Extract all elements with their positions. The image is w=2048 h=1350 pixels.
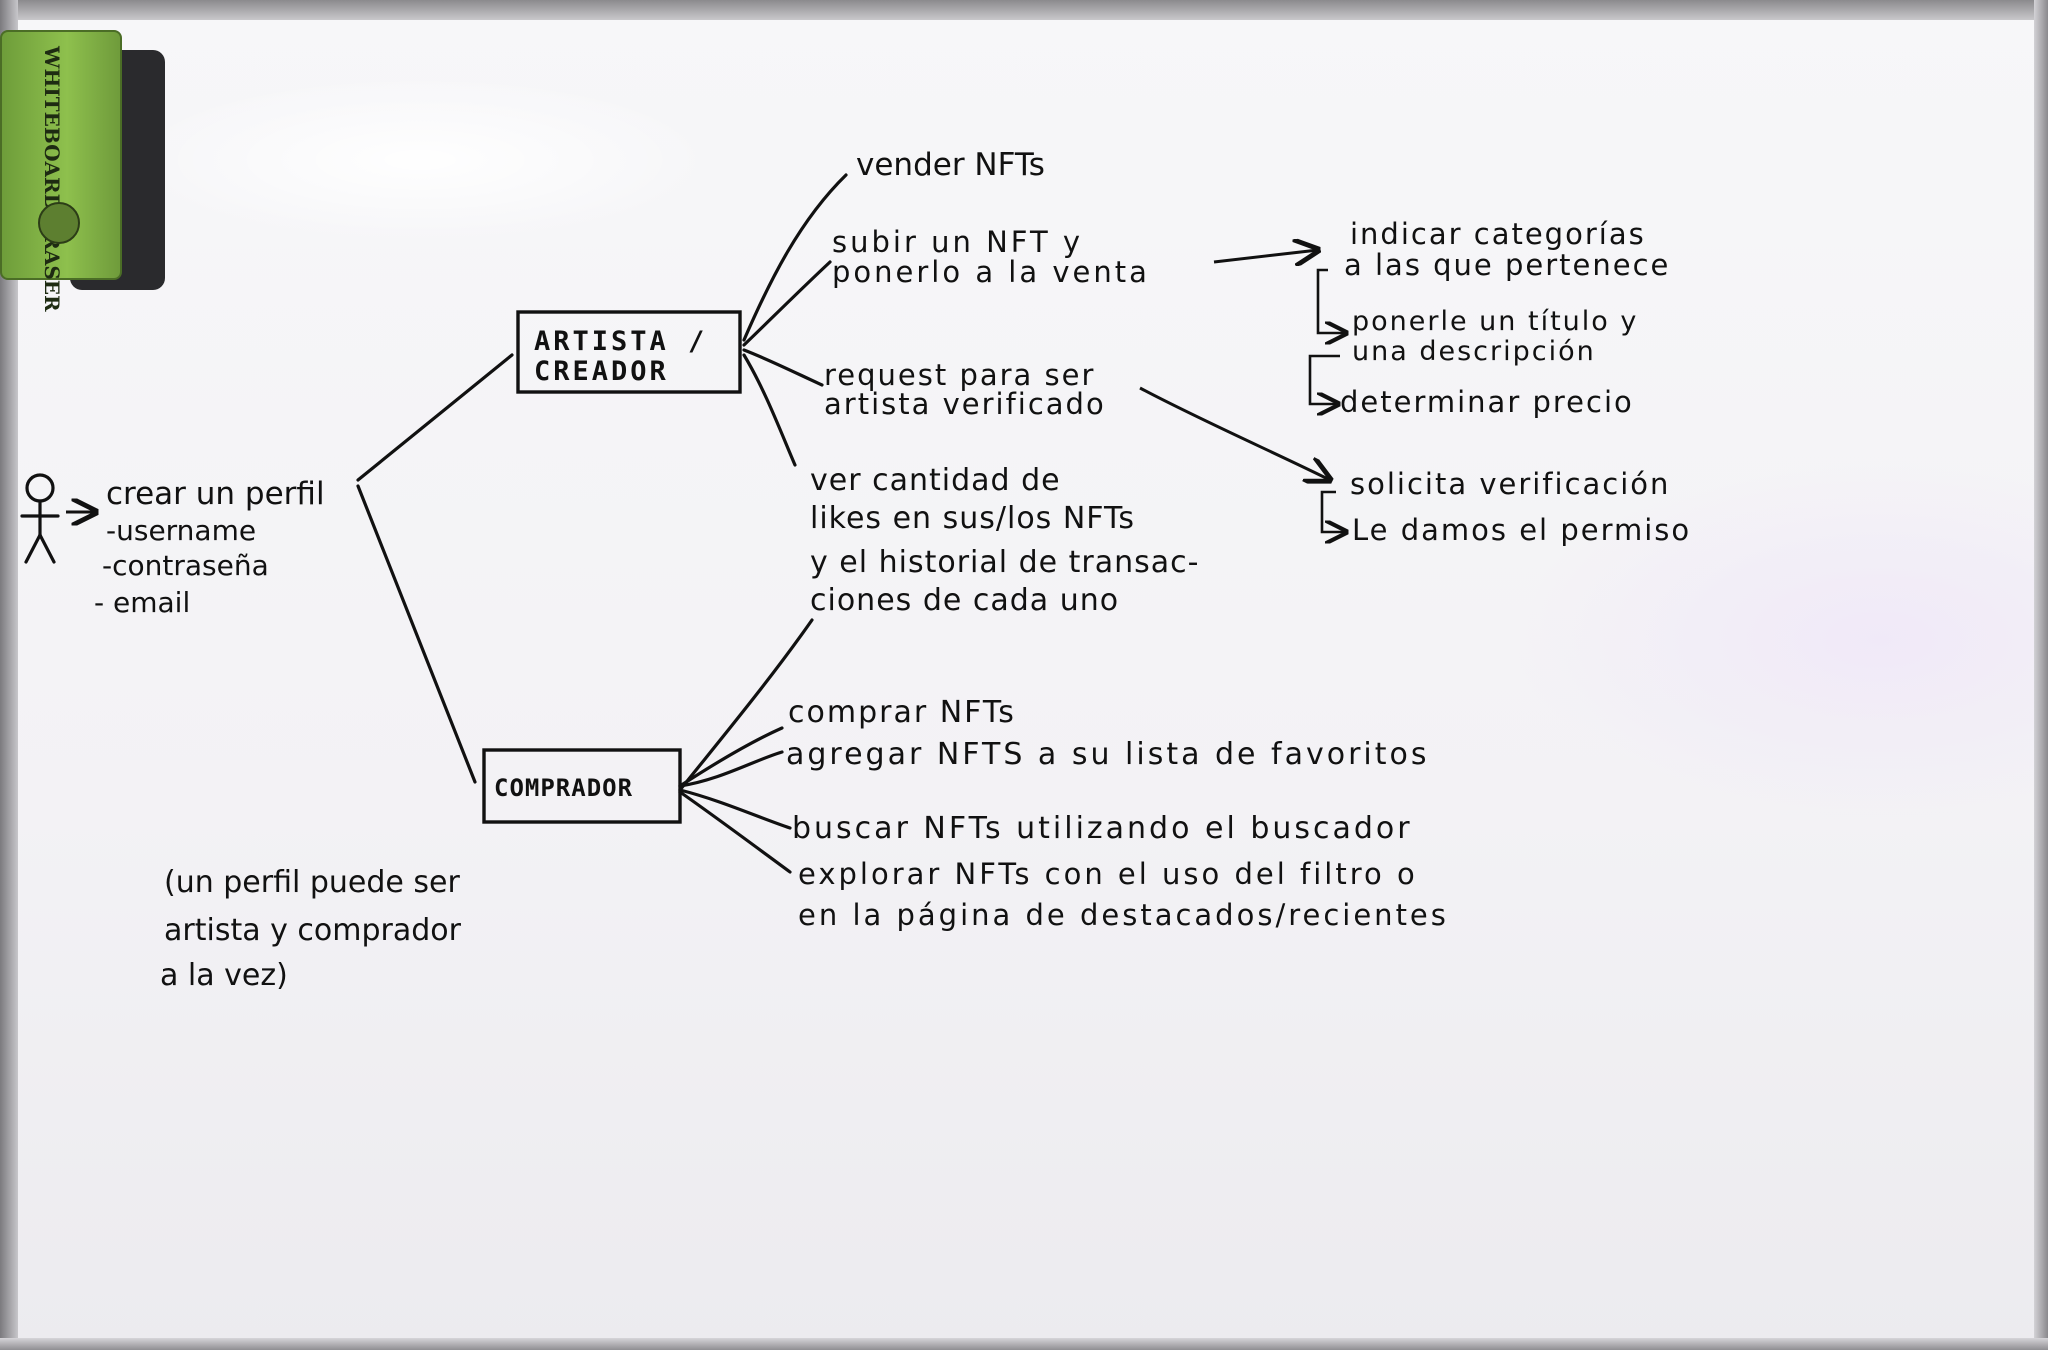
comprador-item-explorar-1: explorar NFTs con el uso del filtro o [798, 857, 1418, 891]
stick-figure-icon [20, 473, 60, 564]
ver-line-4: ciones de cada uno [810, 583, 1119, 618]
subir-bracket [1308, 268, 1346, 404]
note-line-2: artista y comprador [164, 913, 462, 948]
comprador-item-agregar: agregar NFTS a su lista de favoritos [786, 737, 1430, 772]
comprador-item-explorar-2: en la página de destacados/recientes [798, 898, 1449, 932]
request-step-1: solicita verificación [1350, 467, 1670, 501]
connector-lines [356, 173, 848, 874]
subir-step-2a: ponerle un título y [1352, 306, 1638, 337]
board-frame-bottom [0, 1338, 2048, 1350]
request-bracket [1320, 490, 1346, 532]
request-step-2: Le damos el permiso [1352, 513, 1691, 547]
vender-nfts-text: vender NFTs [856, 147, 1045, 183]
artista-box-line-1: ARTISTA / [534, 326, 707, 357]
eraser-logo-icon [38, 202, 80, 244]
field-username: -username [106, 514, 256, 547]
field-email: - email [94, 586, 190, 619]
request-line-1: request para ser [824, 358, 1095, 392]
artista-box [516, 310, 742, 394]
eraser-body: WHITEBOARD ERASER [0, 30, 122, 312]
field-contrasena: -contraseña [102, 549, 269, 582]
subir-line-1: subir un NFT y [832, 225, 1083, 259]
ver-line-2: likes en sus/los NFTs [810, 501, 1135, 536]
subir-step-2b: una descripción [1352, 336, 1596, 367]
comprador-box [482, 748, 682, 824]
board-frame-right [2034, 0, 2048, 1350]
ver-line-1: ver cantidad de [810, 463, 1061, 498]
subir-step-1a: indicar categorías [1350, 217, 1646, 251]
note-line-1: (un perfil puede ser [164, 865, 461, 900]
whiteboard-eraser: WHITEBOARD ERASER [0, 30, 165, 312]
subir-line-2: ponerlo a la venta [832, 255, 1150, 289]
comprador-item-comprar: comprar NFTs [788, 695, 1016, 730]
crear-perfil-text: crear un perfil [106, 476, 325, 512]
artista-box-line-2: CREADOR [534, 356, 669, 387]
subir-step-1b: a las que pertenece [1344, 248, 1670, 282]
comprador-box-label: COMPRADOR [494, 774, 633, 802]
subir-arrow [1213, 250, 1318, 262]
note-line-3: a la vez) [160, 958, 288, 993]
request-line-2: artista verificado [824, 387, 1106, 421]
board-frame-left [0, 0, 18, 1350]
request-arrow [1139, 386, 1330, 480]
board-frame-top [0, 0, 2048, 20]
comprador-item-buscar: buscar NFTs utilizando el buscador [792, 811, 1413, 846]
subir-step-3: determinar precio [1340, 385, 1634, 419]
ver-line-3: y el historial de transac- [810, 545, 1200, 580]
